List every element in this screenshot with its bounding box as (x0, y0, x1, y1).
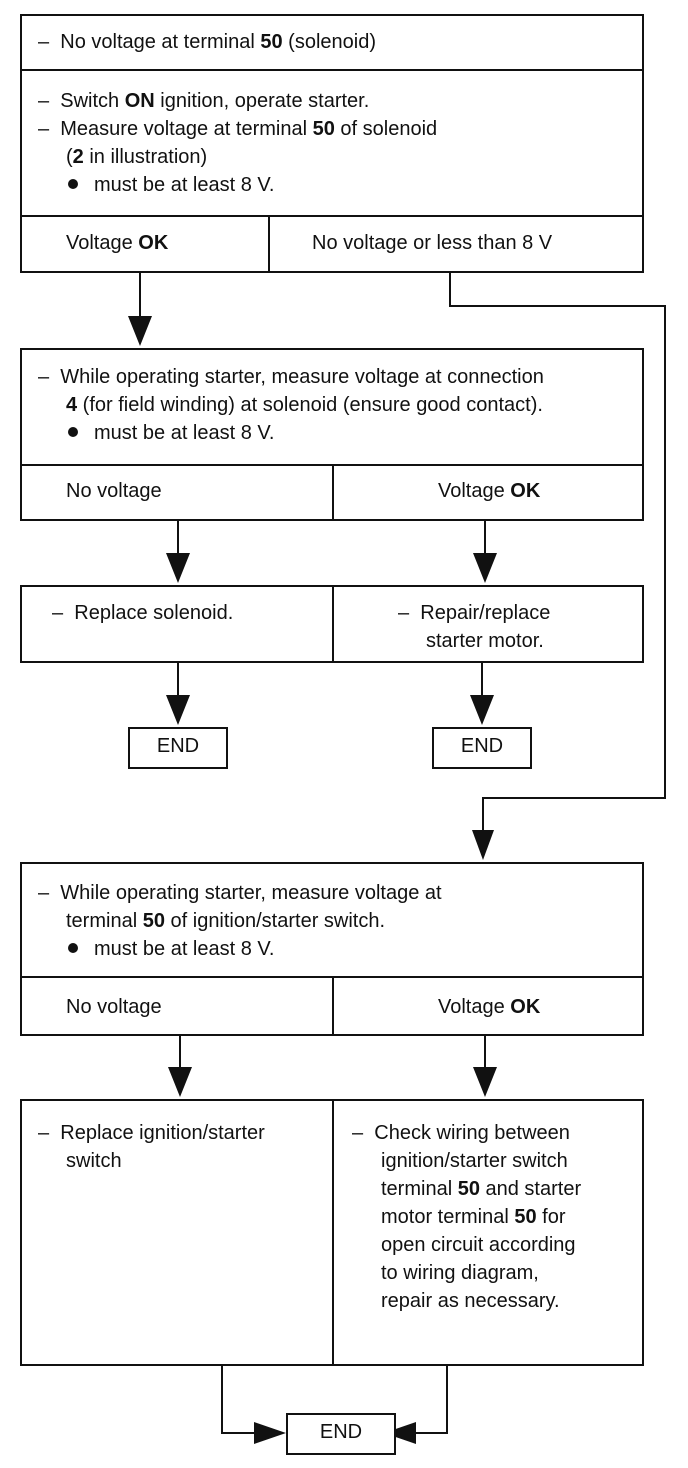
arrowhead (254, 1422, 286, 1444)
check-wiring-text-5: open circuit according (381, 1234, 576, 1256)
end-box-right (432, 727, 532, 769)
check-wiring-text-1: – Check wiring between (352, 1122, 570, 1144)
repair-starter-text-2: starter motor. (426, 630, 544, 652)
bullet-icon (68, 943, 78, 953)
step1-left-branch-box (20, 215, 270, 273)
replace-switch-text-1: – Replace ignition/starter (38, 1122, 265, 1144)
step2-line1: – While operating starter, measure volta… (38, 366, 544, 388)
end-label-left: END (156, 735, 200, 757)
arrowhead (473, 553, 497, 583)
step1-right-branch: No voltage or less than 8 V (312, 232, 553, 254)
replace-solenoid-box (20, 585, 334, 663)
step1-right-branch-box (268, 215, 644, 273)
check-wiring-text-3: terminal 50 and starter (381, 1178, 582, 1200)
check-wiring-text-2: ignition/starter switch (381, 1150, 568, 1172)
step3-line2: terminal 50 of ignition/starter switch. (66, 910, 386, 932)
check-wiring-box (332, 1099, 644, 1366)
replace-solenoid-text: – Replace solenoid. (52, 602, 234, 624)
check-wiring-text-7: repair as necessary. (381, 1290, 560, 1312)
repair-starter-box (332, 585, 644, 663)
step2-right-branch: Voltage OK (438, 480, 541, 502)
arrowhead (384, 1422, 416, 1444)
end-box-final (286, 1413, 396, 1455)
check-wiring-text-4: motor terminal 50 for (381, 1206, 566, 1228)
step2-right-branch-box (332, 464, 644, 521)
step1-bullet: must be at least 8 V. (68, 172, 274, 199)
step1-line3: (2 in illustration) (66, 146, 208, 168)
step1-line1: – Switch ON ignition, operate starter. (38, 90, 370, 112)
arrowhead (472, 830, 494, 860)
arrowhead (168, 1067, 192, 1097)
step1-left-branch: Voltage OK (66, 232, 169, 254)
check-wiring-text-6: to wiring diagram, (381, 1262, 539, 1284)
step3-right-branch-box (332, 976, 644, 1036)
end-label-right: END (460, 735, 504, 757)
step1-header: – No voltage at terminal 50 (solenoid) (38, 31, 376, 53)
connector-novoltage-to-step3 (449, 272, 666, 833)
step1-body-box (20, 69, 644, 217)
step2-line2: 4 (for field winding) at solenoid (ensur… (66, 394, 543, 416)
step3-line1: – While operating starter, measure volta… (38, 882, 442, 904)
step3-left-branch-box (20, 976, 334, 1036)
step2-body-box (20, 348, 644, 466)
bullet-icon (68, 427, 78, 437)
step3-left-branch: No voltage (66, 996, 162, 1018)
end-box-left (128, 727, 228, 769)
step2-left-branch: No voltage (66, 480, 162, 502)
step3-body-box (20, 862, 644, 978)
arrowhead (166, 695, 190, 725)
step3-bullet: must be at least 8 V. (68, 936, 274, 963)
bullet-icon (68, 179, 78, 189)
step1-line2: – Measure voltage at terminal 50 of sole… (38, 118, 438, 140)
repair-starter-text-1: – Repair/replace (398, 602, 551, 624)
step2-bullet: must be at least 8 V. (68, 420, 274, 447)
end-label-final: END (319, 1421, 363, 1443)
arrowhead (128, 316, 152, 346)
step3-right-branch: Voltage OK (438, 996, 541, 1018)
arrowhead (473, 1067, 497, 1097)
replace-switch-text-2: switch (66, 1150, 122, 1172)
step2-left-branch-box (20, 464, 334, 521)
arrowhead (470, 695, 494, 725)
arrowhead (166, 553, 190, 583)
